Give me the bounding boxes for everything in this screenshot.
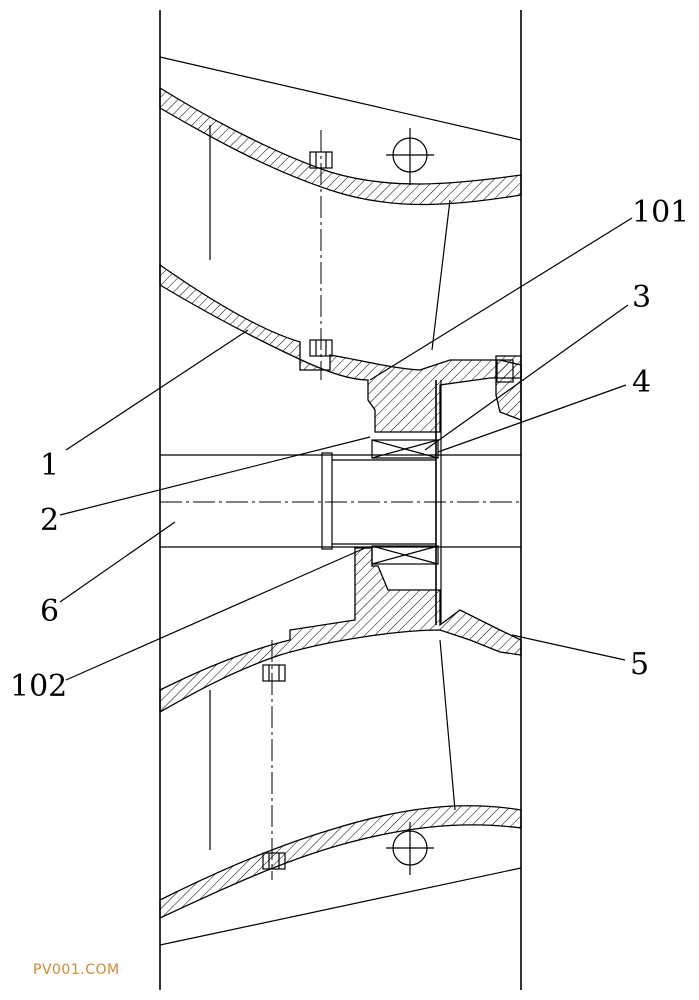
- label-part-101: 101: [632, 195, 689, 230]
- label-part-2: 2: [40, 503, 59, 538]
- hub-lower: [159, 547, 522, 811]
- lower-blade: [159, 640, 522, 946]
- hub-upper: [159, 130, 522, 433]
- label-part-6: 6: [40, 594, 59, 629]
- bearings: [371, 439, 439, 565]
- label-part-5: 5: [630, 647, 649, 682]
- label-part-4: 4: [632, 365, 651, 400]
- label-part-3: 3: [632, 280, 651, 315]
- label-part-102: 102: [10, 669, 67, 704]
- label-part-1: 1: [40, 448, 59, 483]
- shaft: [160, 380, 521, 625]
- leader-lines: [59, 217, 633, 681]
- watermark: PV001.COM: [33, 962, 120, 978]
- upper-blade: [159, 56, 522, 351]
